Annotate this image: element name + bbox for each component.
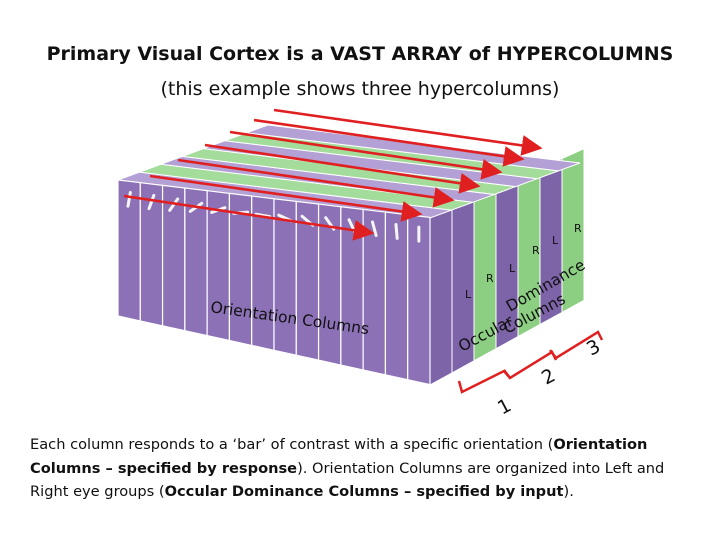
eye-label-right: R <box>486 272 494 285</box>
caption-text-1: Each column responds to a ‘bar’ of contr… <box>30 436 554 453</box>
hypercolumn-arrow <box>253 118 525 167</box>
eye-label-left: L <box>509 262 516 275</box>
eye-label-left: L <box>465 288 472 301</box>
slide-title: Primary Visual Cortex is a VAST ARRAY of… <box>46 43 674 65</box>
hypercolumn-arrows <box>123 108 543 241</box>
caption-bold-ocular: Occular Dominance Columns – specified by… <box>164 483 564 500</box>
eye-label-right: R <box>532 244 540 257</box>
hypercolumn-arrow <box>123 194 375 241</box>
caption-text-3: ). <box>563 483 574 500</box>
caption-bold-orientation: Orientation Columns – specified by respo… <box>30 436 648 477</box>
hypercolumn-arrow <box>229 130 503 180</box>
hypercolumn-bracket <box>549 330 604 360</box>
hypercolumn-bracket <box>457 369 511 394</box>
hypercolumn-arrow <box>177 158 455 208</box>
eye-label-left: L <box>552 234 559 247</box>
side-slab <box>429 207 453 386</box>
side-slab <box>561 147 585 314</box>
orientation-bar <box>126 190 132 208</box>
hypercolumn-number: 1 <box>494 394 515 419</box>
orientation-bar <box>147 193 156 211</box>
eye-label-right: R <box>574 222 582 235</box>
front-face-slabs <box>117 179 431 386</box>
hypercolumn-arrow <box>273 108 543 156</box>
orientation-bar <box>394 222 399 240</box>
caption-paragraph: Each column responds to a ‘bar’ of contr… <box>30 433 702 504</box>
hypercolumn-arrow <box>204 143 481 194</box>
hypercolumn-arrow <box>149 174 423 222</box>
caption-text-2: ). Orientation Columns are organized int… <box>30 459 665 501</box>
orientation-column <box>184 187 208 337</box>
hypercolumn-number: 2 <box>538 364 559 389</box>
orientation-column <box>228 192 253 347</box>
slide-subtitle: (this example shows three hypercolumns) <box>160 78 560 100</box>
